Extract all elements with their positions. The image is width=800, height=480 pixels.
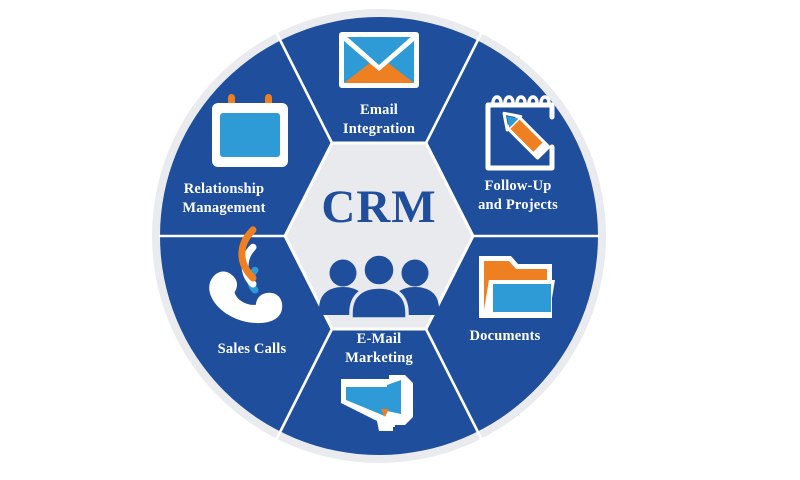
segment-sales-calls[interactable]: Sales Calls: [203, 226, 288, 357]
divider-lower-right: [424, 327, 490, 454]
segment-label-sales-calls-line1: Sales Calls: [218, 341, 287, 357]
people-group-icon: [319, 252, 439, 321]
segment-label-follow-up-line1: Follow-Up: [484, 178, 551, 194]
folder-icon: [479, 256, 555, 318]
segment-label-relationship-management-line2: Management: [182, 200, 265, 216]
notepad-pencil-icon: [485, 95, 555, 171]
segment-dividers: [158, 18, 600, 454]
divider-upper-left: [268, 18, 334, 145]
segment-e-mail-marketing[interactable]: E-Mail Marketing: [341, 331, 413, 431]
segment-label-e-mail-marketing-line1: E-Mail: [357, 331, 402, 347]
envelope-icon: [339, 32, 419, 88]
segment-documents[interactable]: Documents: [469, 256, 555, 344]
segment-label-email-integration-line1: Email: [360, 102, 398, 118]
segment-label-documents-line1: Documents: [469, 328, 540, 344]
segment-label-e-mail-marketing-line2: Marketing: [345, 350, 413, 366]
center-hub-hexagon: [283, 141, 475, 331]
phone-signal-icon: [209, 226, 283, 324]
segment-label-follow-up-line2: and Projects: [478, 197, 558, 213]
center-title: CRM: [321, 181, 436, 233]
megaphone-icon: [341, 375, 413, 431]
divider-upper-right: [424, 18, 490, 145]
segment-email-integration[interactable]: Email Integration: [339, 32, 419, 137]
segment-follow-up-and-projects[interactable]: Follow-Up and Projects: [478, 95, 558, 213]
calendar-icon: [212, 94, 288, 167]
divider-lower-left: [268, 327, 334, 454]
segment-relationship-management[interactable]: Relationship Management: [182, 94, 288, 216]
segment-label-relationship-management-line1: Relationship: [184, 181, 265, 197]
segment-label-email-integration-line2: Integration: [343, 121, 415, 137]
